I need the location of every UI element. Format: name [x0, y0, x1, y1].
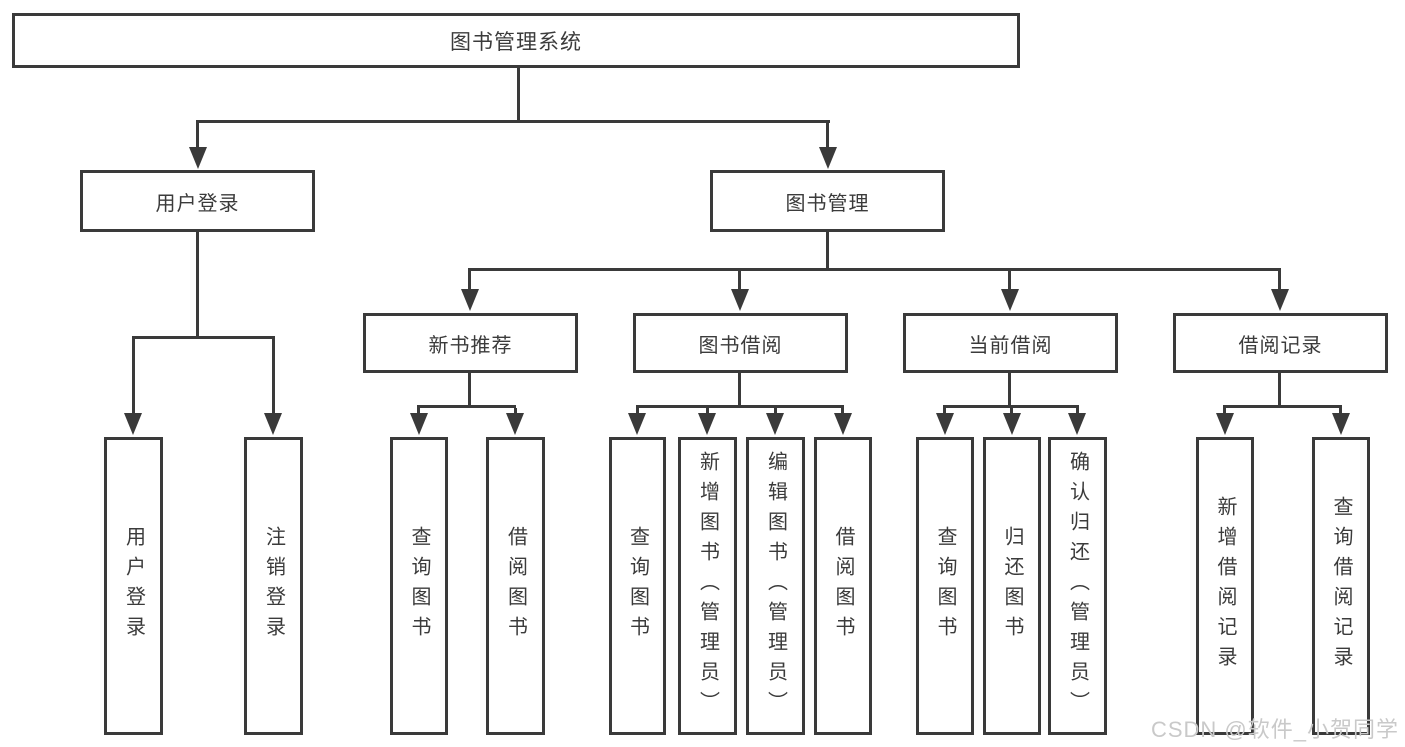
node-root-library-system: 图书管理系统: [12, 13, 1020, 68]
connector-drop-g3-borrow: [841, 408, 844, 415]
connector-drop-g4-return: [1010, 408, 1013, 415]
connector-borrow-bar: [636, 405, 844, 408]
connector-drop-current-borrow: [1008, 271, 1011, 291]
leaf-newbook-query-books: 查询图书: [390, 437, 448, 735]
node-user-login: 用户登录: [80, 170, 315, 232]
leaf-logout: 注销登录: [244, 437, 303, 735]
leaf-borrow-add-books-admin: 新增图书（管理员）: [678, 437, 737, 735]
arrowhead-book-mgmt: [819, 147, 837, 169]
arrowhead-g2-borrow: [506, 413, 524, 435]
connector-record-stem: [1278, 373, 1281, 406]
arrowhead-g2-query: [410, 413, 428, 435]
connector-drop-g5-query: [1339, 408, 1342, 415]
connector-drop-user-login: [196, 120, 199, 148]
arrowhead-g4-query: [936, 413, 954, 435]
connector-drop-g3-add: [706, 408, 709, 415]
connector-current-bar: [943, 405, 1079, 408]
connector-drop-g3-edit: [774, 408, 777, 415]
node-book-borrow: 图书借阅: [633, 313, 848, 373]
leaf-newbook-borrow-books: 借阅图书: [486, 437, 545, 735]
arrowhead-borrow-record: [1271, 289, 1289, 311]
connector-drop-g2-borrow: [514, 408, 517, 415]
connector-newbook-bar: [417, 405, 516, 408]
arrowhead-g3-edit: [766, 413, 784, 435]
connector-bookmgmt-stem: [826, 232, 829, 269]
leaf-current-confirm-return-admin: 确认归还（管理员）: [1048, 437, 1107, 735]
connector-userlogin-stem: [196, 232, 199, 336]
csdn-watermark: CSDN @软件_小贺同学: [1150, 717, 1399, 742]
connector-root-stem: [517, 68, 520, 121]
arrowhead-g3-add: [698, 413, 716, 435]
connector-root-bar: [196, 120, 830, 123]
node-book-management: 图书管理: [710, 170, 945, 232]
leaf-borrow-edit-books-admin: 编辑图书（管理员）: [746, 437, 805, 735]
connector-drop-g5-add: [1223, 408, 1226, 415]
connector-drop-leaf-logout: [272, 339, 275, 413]
connector-newbook-stem: [468, 373, 471, 406]
connector-drop-new-book: [468, 271, 471, 291]
arrowhead-g5-query: [1332, 413, 1350, 435]
arrowhead-leaf-logout: [264, 413, 282, 435]
arrowhead-new-book: [461, 289, 479, 311]
arrowhead-g4-confirm: [1068, 413, 1086, 435]
connector-drop-book-mgmt: [826, 120, 829, 148]
connector-drop-g4-query: [943, 408, 946, 415]
leaf-current-return-books: 归还图书: [983, 437, 1041, 735]
connector-borrow-stem: [738, 373, 741, 406]
arrowhead-book-borrow: [731, 289, 749, 311]
connector-userlogin-bar: [132, 336, 275, 339]
arrowhead-g3-borrow: [834, 413, 852, 435]
connector-drop-book-borrow: [738, 271, 741, 291]
node-current-borrow: 当前借阅: [903, 313, 1118, 373]
connector-drop-g2-query: [417, 408, 420, 415]
connector-drop-borrow-record: [1278, 271, 1281, 291]
arrowhead-g4-return: [1003, 413, 1021, 435]
leaf-record-add-borrow-record: 新增借阅记录: [1196, 437, 1254, 735]
arrowhead-g5-add: [1216, 413, 1234, 435]
leaf-user-login: 用户登录: [104, 437, 163, 735]
leaf-current-query-books: 查询图书: [916, 437, 974, 735]
arrowhead-g3-query: [628, 413, 646, 435]
arrowhead-current-borrow: [1001, 289, 1019, 311]
arrowhead-leaf-login: [124, 413, 142, 435]
node-new-book-recommend: 新书推荐: [363, 313, 578, 373]
leaf-borrow-borrow-books: 借阅图书: [814, 437, 872, 735]
connector-current-stem: [1008, 373, 1011, 406]
arrowhead-user-login: [189, 147, 207, 169]
connector-drop-g4-confirm: [1076, 408, 1079, 415]
leaf-borrow-query-books: 查询图书: [609, 437, 666, 735]
connector-bookmgmt-bar: [468, 268, 1281, 271]
connector-drop-g3-query: [636, 408, 639, 415]
node-borrow-record: 借阅记录: [1173, 313, 1388, 373]
leaf-record-query-borrow-record: 查询借阅记录: [1312, 437, 1370, 735]
connector-drop-leaf-login: [132, 339, 135, 413]
connector-record-bar: [1223, 405, 1342, 408]
